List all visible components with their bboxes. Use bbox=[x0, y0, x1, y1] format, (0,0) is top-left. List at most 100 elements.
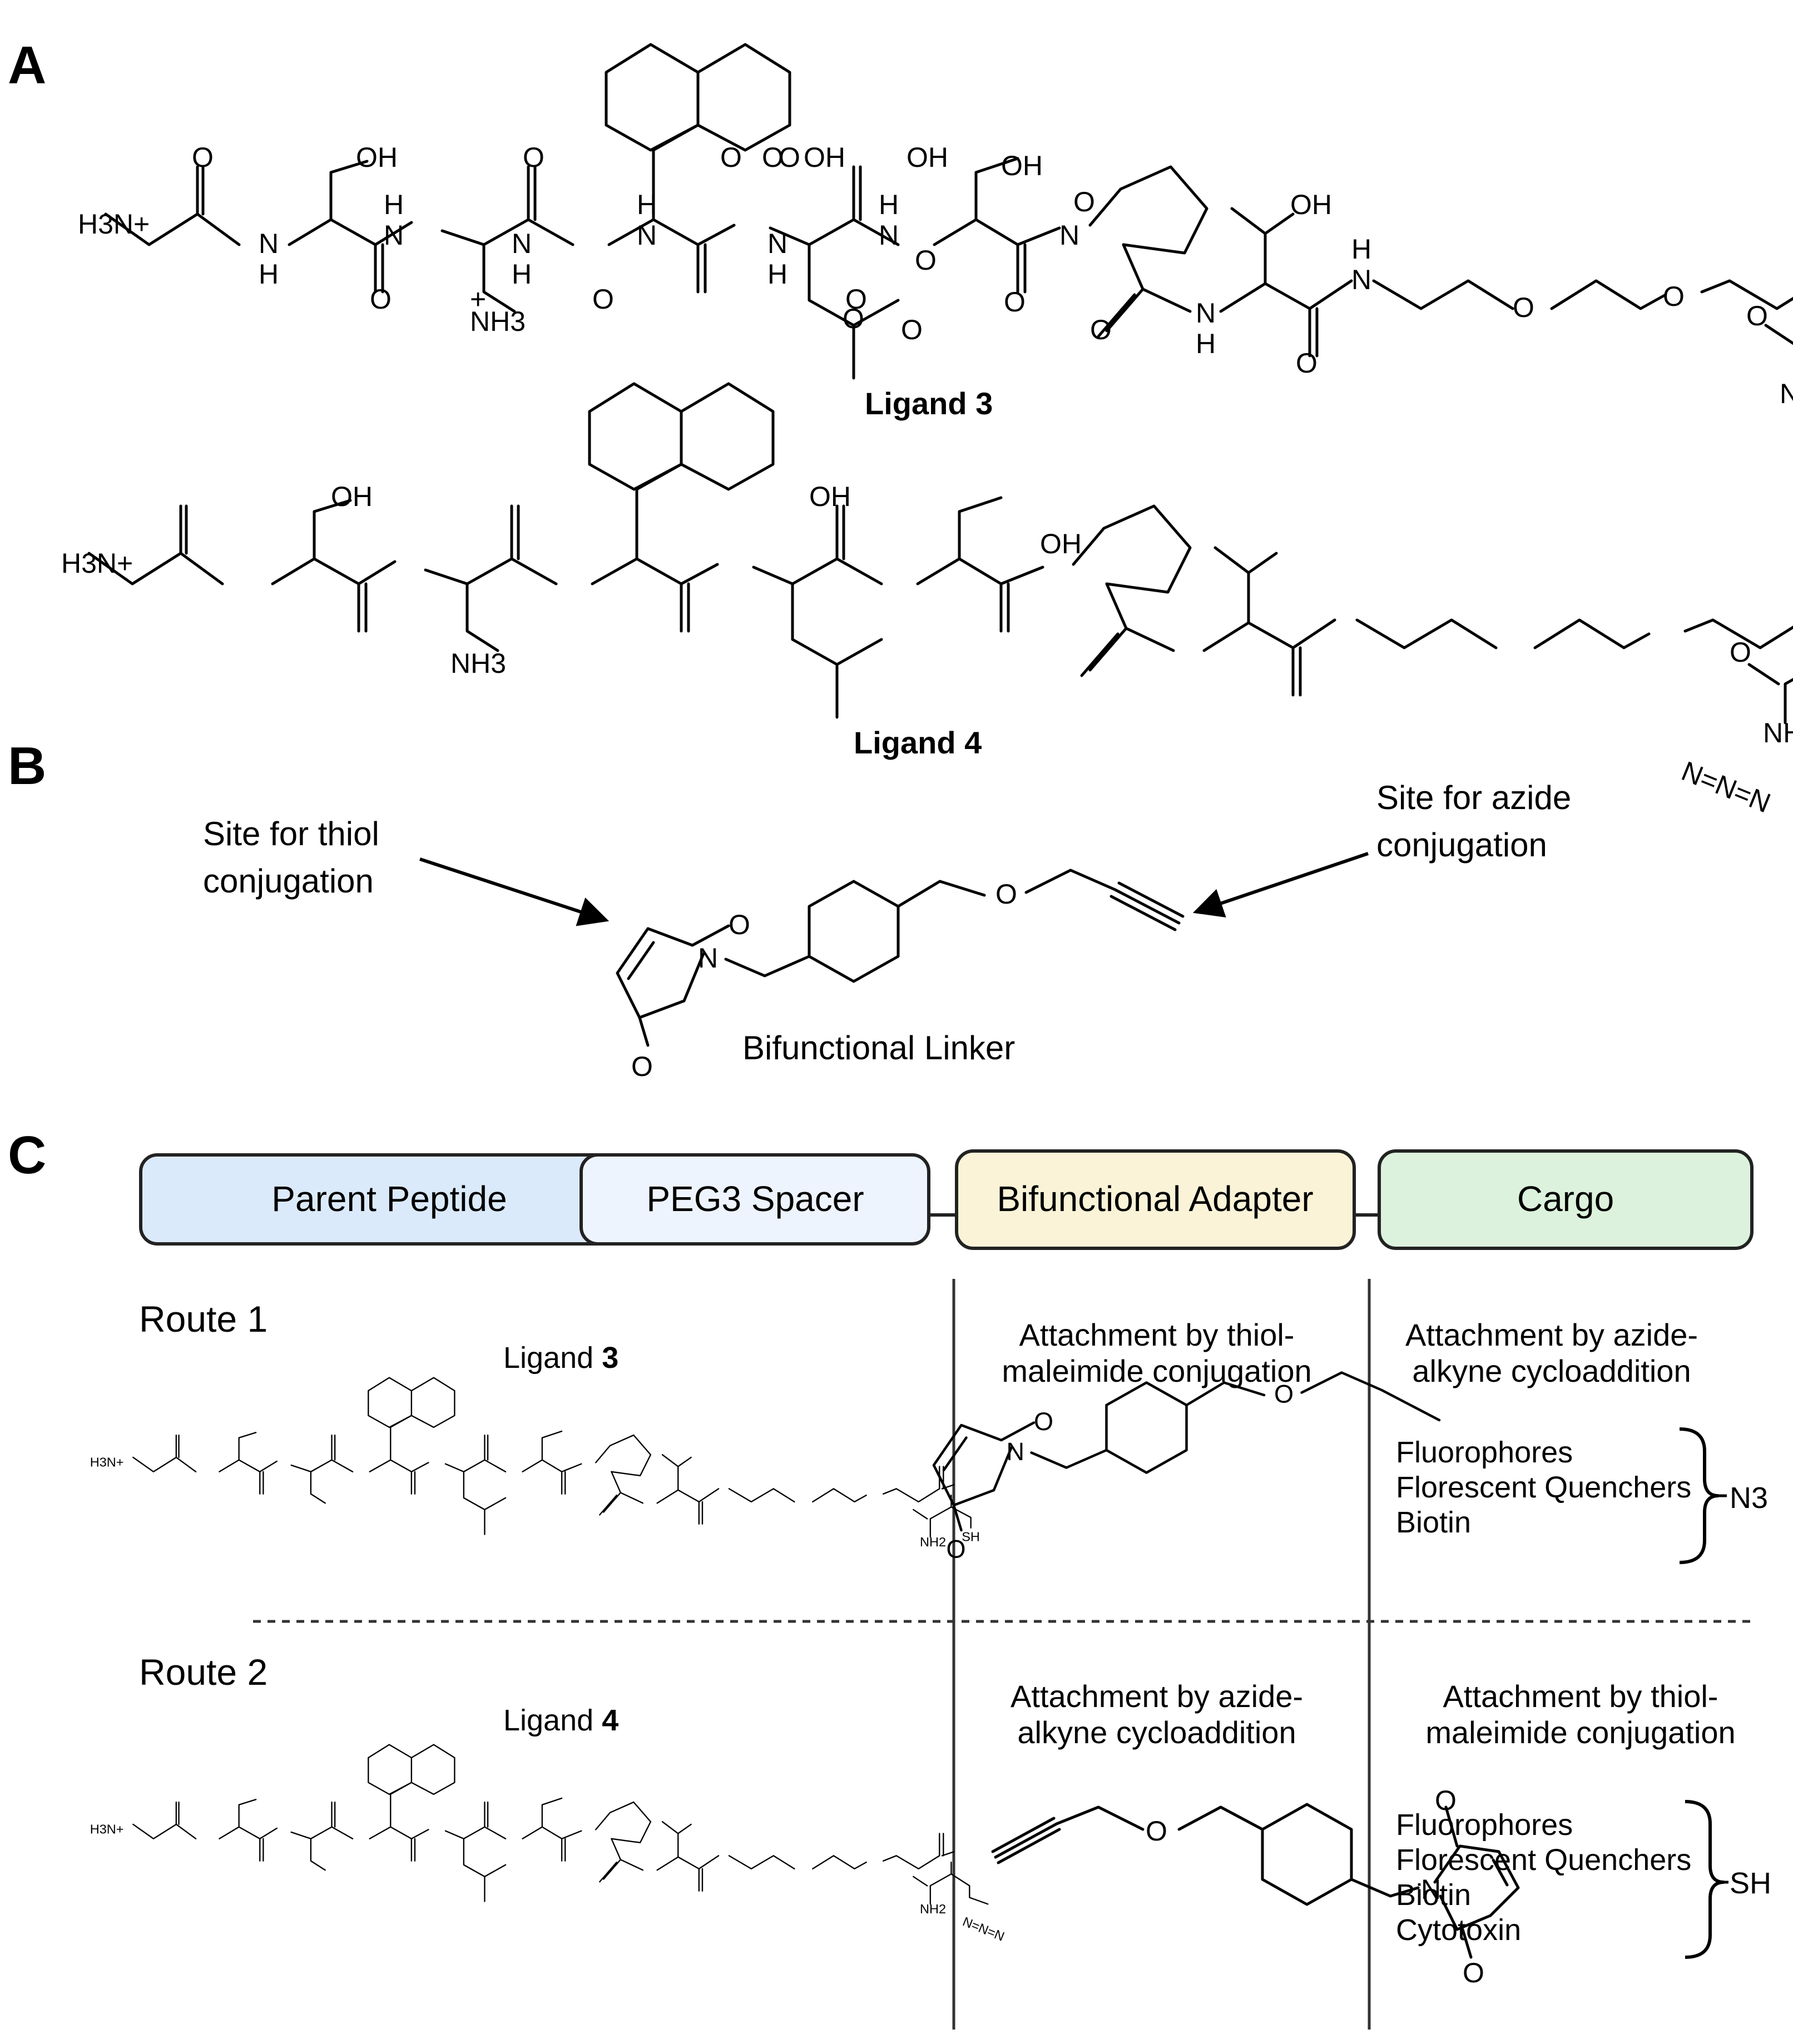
ligand3-amide-nh2: NH2 bbox=[1780, 378, 1793, 409]
cargo-box bbox=[1378, 1149, 1754, 1250]
r2-adapter-o: O bbox=[1146, 1815, 1167, 1847]
route-2-cargo-item-2: Florescent Quenchers bbox=[1396, 1843, 1691, 1877]
ligand3-o10: O bbox=[1004, 286, 1026, 317]
peg3-spacer-box bbox=[579, 1153, 930, 1246]
route-1-title: Route 1 bbox=[139, 1298, 268, 1339]
ligand3-o5: O bbox=[720, 142, 742, 173]
azide-site-line2: conjugation bbox=[1376, 826, 1547, 864]
route-2-adapter-line2: alkyne cycloaddition bbox=[1017, 1715, 1296, 1750]
route-1-adapter-line2: maleimide conjugation bbox=[1002, 1353, 1311, 1388]
route-2-cargo-item-1: Fluorophores bbox=[1396, 1808, 1573, 1842]
ligand4-azide: N=N=N bbox=[1677, 755, 1775, 818]
ligand3-h3: H bbox=[512, 259, 532, 290]
ligand3-n9: N bbox=[1351, 264, 1371, 295]
ligand3-o12: O bbox=[1073, 186, 1095, 217]
ligand3-oh3: OH bbox=[907, 142, 948, 173]
ligand3-oh4: OH bbox=[1001, 150, 1043, 181]
route-1-cargo-group: N3 bbox=[1730, 1481, 1768, 1515]
ligand3-o2: O bbox=[370, 284, 392, 315]
ligand4-oh2: OH bbox=[809, 481, 851, 512]
ligand3-o1: O bbox=[192, 142, 214, 173]
ligand-4-label: Ligand 4 bbox=[854, 725, 982, 760]
ligand3-nh1: N bbox=[259, 228, 279, 259]
r1-amide: NH2 bbox=[920, 1535, 946, 1549]
ligand3-n7: N bbox=[1059, 220, 1079, 251]
r1-adapter-o3: O bbox=[1274, 1380, 1294, 1408]
ligand3-o3: O bbox=[523, 142, 544, 173]
thiol-site-line1: Site for thiol bbox=[203, 815, 379, 852]
bifunctional-adapter-label: Bifunctional Adapter bbox=[997, 1179, 1313, 1219]
ligand3-h4: H bbox=[637, 189, 657, 220]
ligand4-o2: O bbox=[1730, 637, 1751, 668]
route-2-cargo-line1: Attachment by thiol- bbox=[1443, 1679, 1718, 1714]
r2-adapter-n: N bbox=[1421, 1874, 1441, 1905]
ligand3-plus: + bbox=[470, 284, 486, 315]
r2-amide: NH2 bbox=[920, 1902, 946, 1916]
route-2-bracket bbox=[1685, 1800, 1725, 1959]
ligand3-oh5: OH bbox=[1290, 189, 1332, 220]
ligand3-o8: O bbox=[915, 245, 937, 276]
route-1-adapter-line1: Attachment by thiol- bbox=[1019, 1317, 1295, 1352]
route-1-cargo-line2: alkyne cycloaddition bbox=[1412, 1353, 1691, 1388]
r1-adapter-o2: O bbox=[947, 1535, 966, 1564]
ligand3-o13: O bbox=[901, 314, 923, 345]
ligand3-h9: H bbox=[1351, 234, 1371, 265]
route-1-ligand-label: Ligand 3 bbox=[503, 1341, 618, 1375]
ligand3-amine: H3N+ bbox=[78, 209, 150, 240]
ligand3-o4: O bbox=[592, 284, 614, 315]
parent-peptide-label: Parent Peptide bbox=[271, 1179, 507, 1219]
panel-letter-a: A bbox=[8, 36, 46, 95]
r1-thiol: SH bbox=[962, 1529, 980, 1544]
ligand3-o7: O bbox=[843, 303, 864, 334]
route-2-cargo-line2: maleimide conjugation bbox=[1425, 1715, 1735, 1750]
ligand3-o17: O bbox=[1663, 281, 1685, 312]
ligand3-h8: H bbox=[1196, 328, 1216, 359]
r2-amine: H3N+ bbox=[90, 1822, 124, 1836]
ligand3-o14: O bbox=[1090, 314, 1112, 345]
bifunctional-linker-structure: O N O O bbox=[616, 869, 1185, 1082]
ligand3-o6: O bbox=[845, 284, 867, 315]
ligand3-o9: O bbox=[779, 142, 800, 173]
ligand3-h1: H bbox=[259, 259, 279, 290]
r1-adapter-o1: O bbox=[1034, 1407, 1053, 1436]
ligand3-n3: N bbox=[512, 228, 532, 259]
r2-adapter-o2: O bbox=[1435, 1785, 1457, 1816]
r1-adapter-n: N bbox=[1006, 1437, 1024, 1466]
bifunctional-linker-label: Bifunctional Linker bbox=[742, 1029, 1015, 1066]
ligand3-oh1: OH bbox=[356, 142, 398, 173]
ligand3-n6: N bbox=[879, 220, 899, 251]
ligand4-nh3: NH3 bbox=[450, 648, 506, 679]
linker-o1: O bbox=[729, 909, 750, 940]
ligand3-nh3: NH3 bbox=[470, 306, 526, 337]
route-2-cargo-item-4: Cytotoxin bbox=[1396, 1913, 1521, 1947]
r1-amine: H3N+ bbox=[90, 1455, 124, 1469]
route-1-cargo-line1: Attachment by azide- bbox=[1405, 1317, 1698, 1352]
panel-letter-c: C bbox=[8, 1125, 46, 1185]
route-2-ligand-structure: H3N+ NH2 N=N=N bbox=[90, 1744, 1007, 1944]
route-2-ligand-label: Ligand 4 bbox=[503, 1704, 618, 1737]
ligand4-amide-nh2: NH2 bbox=[1763, 717, 1793, 748]
ligand3-o15: O bbox=[1296, 348, 1317, 379]
route-1-cargo-item-3: Biotin bbox=[1396, 1506, 1471, 1539]
linker-o2: O bbox=[631, 1051, 653, 1082]
linker-n: N bbox=[698, 942, 718, 974]
ligand3-o16: O bbox=[1513, 292, 1534, 323]
cargo-label: Cargo bbox=[1517, 1179, 1614, 1219]
route-2-cargo-item-3: Biotin bbox=[1396, 1878, 1471, 1912]
ligand3-nh2: N bbox=[384, 220, 404, 251]
r2-azide: N=N=N bbox=[960, 1914, 1006, 1943]
route-2-cargo-group: SH bbox=[1730, 1867, 1771, 1900]
panel-letter-b: B bbox=[8, 736, 46, 796]
ligand3-oh2: OH bbox=[804, 142, 845, 173]
construct-bar: Parent Peptide PEG3 Spacer Bifunctional … bbox=[139, 1149, 1754, 1250]
peg3-spacer-label: PEG3 Spacer bbox=[646, 1179, 864, 1219]
route-2-adapter-line1: Attachment by azide- bbox=[1011, 1679, 1303, 1714]
route-2-title: Route 2 bbox=[139, 1651, 268, 1693]
route-1-cargo-item-2: Florescent Quenchers bbox=[1396, 1471, 1691, 1504]
thiol-site-line2: conjugation bbox=[203, 862, 374, 900]
route-2-adapter-structure: O N O O bbox=[991, 1785, 1520, 1988]
route-1-ligand-structure: H3N+ NH2 SH bbox=[90, 1377, 980, 1549]
ligand3-o11: O bbox=[762, 142, 784, 173]
